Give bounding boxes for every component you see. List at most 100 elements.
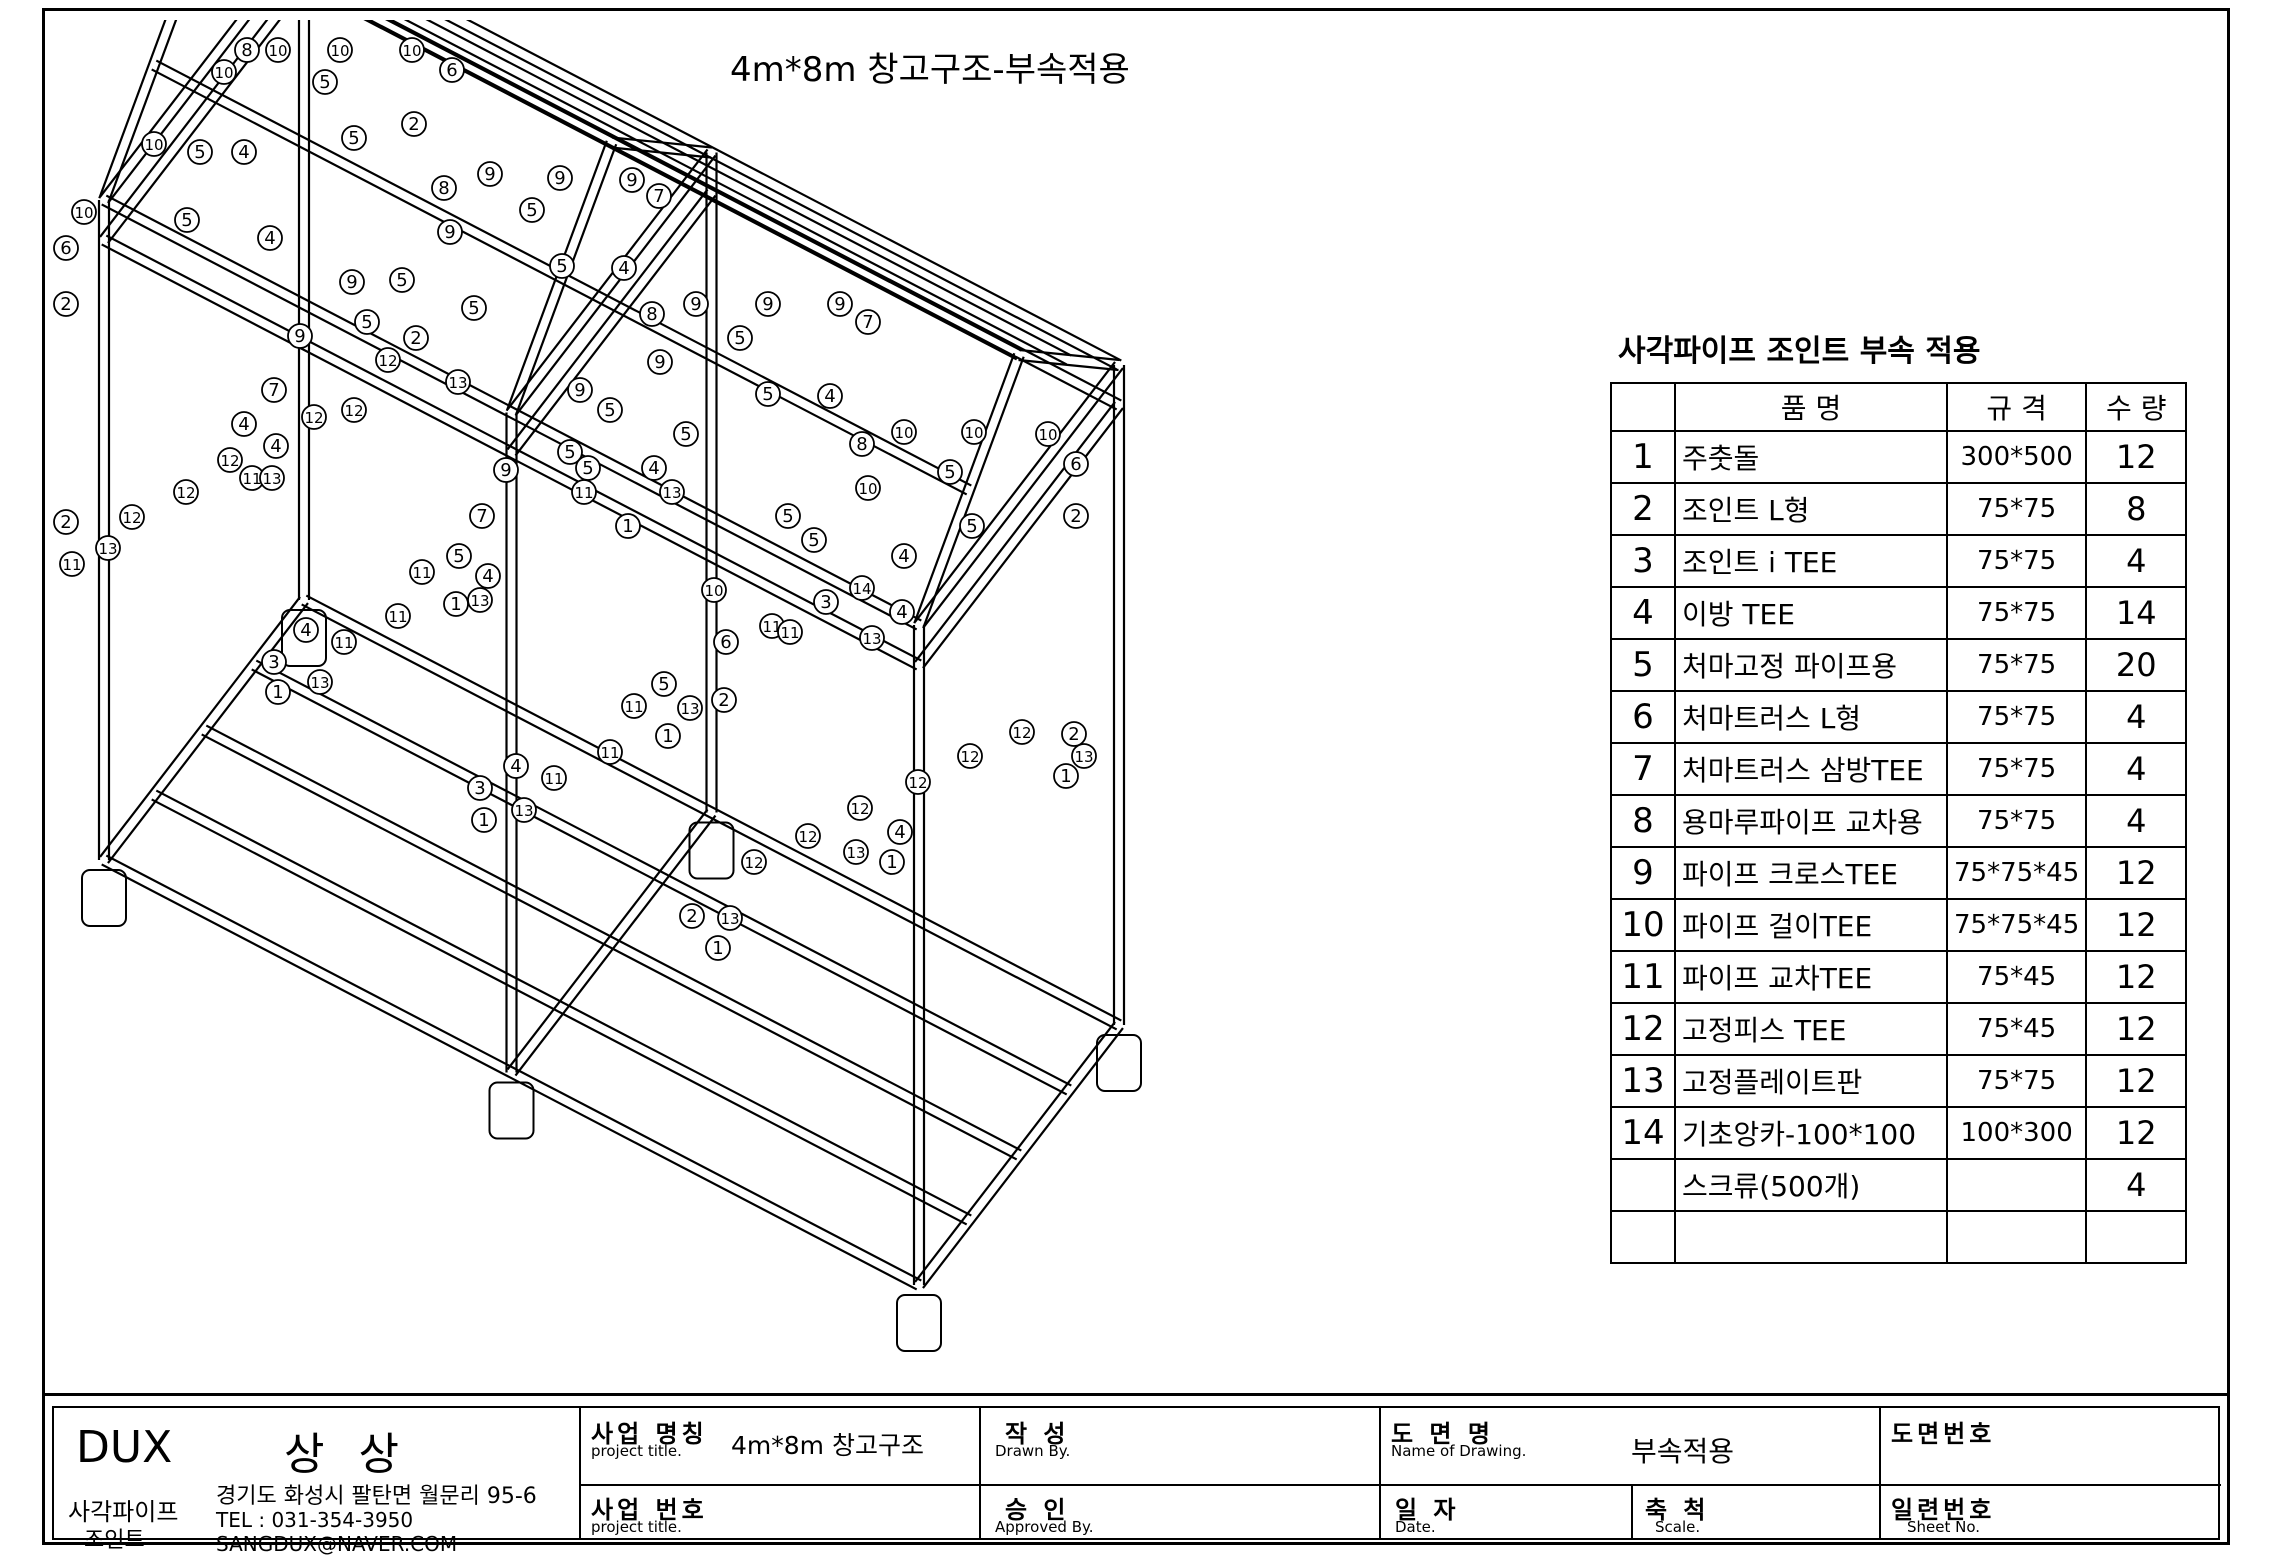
company-cell: DUX 상 상 사각파이프 조인트 경기도 화성시 팔탄면 월문리 95-6 T… <box>54 1408 581 1553</box>
part-callout: 1 <box>879 849 905 875</box>
footing-block <box>1096 1034 1142 1092</box>
parts-cell-name: 처마트러스 삼방TEE <box>1674 742 1948 796</box>
part-callout: 13 <box>1071 743 1097 769</box>
svg-text:11: 11 <box>62 556 81 574</box>
frame-member <box>101 243 918 671</box>
part-callout: 5 <box>557 439 583 465</box>
part-callout: 12 <box>905 769 931 795</box>
svg-text:7: 7 <box>862 312 873 333</box>
frame-member <box>922 356 1025 628</box>
parts-cell-no: 13 <box>1610 1054 1676 1108</box>
parts-cell-spec: 300*500 <box>1945 430 2088 484</box>
frame-member <box>465 20 1122 362</box>
part-callout: 12 <box>301 404 327 430</box>
svg-text:2: 2 <box>686 906 697 927</box>
part-callout: 12 <box>119 504 145 530</box>
svg-text:5: 5 <box>782 506 793 527</box>
svg-text:12: 12 <box>960 748 979 766</box>
svg-text:5: 5 <box>181 210 192 231</box>
svg-text:13: 13 <box>1074 748 1093 766</box>
svg-text:4: 4 <box>896 602 907 623</box>
svg-text:9: 9 <box>294 326 305 347</box>
frame-member <box>205 724 1022 1152</box>
parts-cell-spec: 75*75 <box>1945 638 2088 692</box>
part-callout: 9 <box>547 165 573 191</box>
svg-text:12: 12 <box>744 854 763 872</box>
parts-cell-name <box>1674 1210 1948 1264</box>
drawing-name-label-en: Name of Drawing. <box>1391 1442 1527 1460</box>
svg-text:3: 3 <box>268 652 279 673</box>
svg-text:13: 13 <box>262 470 281 488</box>
part-callout: 5 <box>519 197 545 223</box>
project-name-label-en: project title. <box>591 1442 682 1460</box>
parts-cell-qty: 4 <box>2085 1158 2188 1212</box>
parts-cell-no <box>1610 1210 1676 1264</box>
parts-cell-no: 12 <box>1610 1002 1676 1056</box>
part-callout: 13 <box>95 535 121 561</box>
part-callout: 2 <box>679 903 705 929</box>
parts-cell-qty: 12 <box>2085 1106 2188 1160</box>
part-callout: 4 <box>475 563 501 589</box>
frame-member <box>151 68 968 496</box>
svg-text:10: 10 <box>402 42 421 60</box>
part-callout: 9 <box>755 291 781 317</box>
parts-cell-no: 3 <box>1610 534 1676 588</box>
part-callout: 11 <box>777 619 803 645</box>
part-callout: 5 <box>775 503 801 529</box>
svg-text:5: 5 <box>658 674 669 695</box>
frame-member <box>515 143 618 415</box>
brand-line1: 사각파이프 <box>68 1498 179 1526</box>
scale-label-en: Scale. <box>1655 1518 1701 1536</box>
parts-cell-no: 5 <box>1610 638 1676 692</box>
svg-text:7: 7 <box>476 506 487 527</box>
svg-text:4: 4 <box>898 546 909 567</box>
svg-text:1: 1 <box>478 810 489 831</box>
company-name: DUX <box>76 1422 173 1473</box>
footing-block <box>488 1081 535 1140</box>
part-callout: 2 <box>403 325 429 351</box>
frame-member <box>99 20 238 198</box>
part-callout: 9 <box>827 291 853 317</box>
frame-member <box>101 203 918 631</box>
part-callout: 11 <box>385 603 411 629</box>
svg-text:2: 2 <box>1068 724 1079 745</box>
part-callout: 1 <box>705 935 731 961</box>
project-name-label: 사업 명칭 <box>591 1420 708 1448</box>
svg-text:5: 5 <box>944 462 955 483</box>
svg-text:1: 1 <box>272 682 283 703</box>
svg-text:12: 12 <box>304 409 323 427</box>
project-cell: 사업 명칭 project title. 4m*8m 창고구조 사업 번호 pr… <box>581 1408 981 1538</box>
svg-text:4: 4 <box>264 228 275 249</box>
frame-member <box>99 596 301 858</box>
footing-block <box>81 869 127 927</box>
svg-text:9: 9 <box>626 170 637 191</box>
svg-text:9: 9 <box>690 294 701 315</box>
frame-member <box>105 234 922 662</box>
drawing-name-label: 도 면 명 <box>1391 1420 1494 1448</box>
part-callout: 9 <box>683 291 709 317</box>
parts-cell-name: 처마고정 파이프용 <box>1674 638 1948 692</box>
svg-text:10: 10 <box>268 42 287 60</box>
frame-member <box>1018 358 1119 372</box>
svg-text:4: 4 <box>238 142 249 163</box>
frame-member <box>514 194 717 457</box>
svg-text:13: 13 <box>514 802 533 820</box>
part-callout: 9 <box>287 323 313 349</box>
part-callout: 12 <box>957 743 983 769</box>
part-callout: 6 <box>53 235 79 261</box>
part-callout: 10 <box>701 577 727 603</box>
svg-text:12: 12 <box>850 800 869 818</box>
parts-cell-no: 1 <box>1610 430 1676 484</box>
project-no-label-en: project title. <box>591 1518 682 1536</box>
parts-cell-spec: 75*75 <box>1945 690 2088 744</box>
svg-text:5: 5 <box>604 400 615 421</box>
drawing-no-cell: 도면번호 일련번호 Sheet No. <box>1881 1408 2221 1538</box>
part-callout: 2 <box>53 291 79 317</box>
parts-cell-no: 8 <box>1610 794 1676 848</box>
